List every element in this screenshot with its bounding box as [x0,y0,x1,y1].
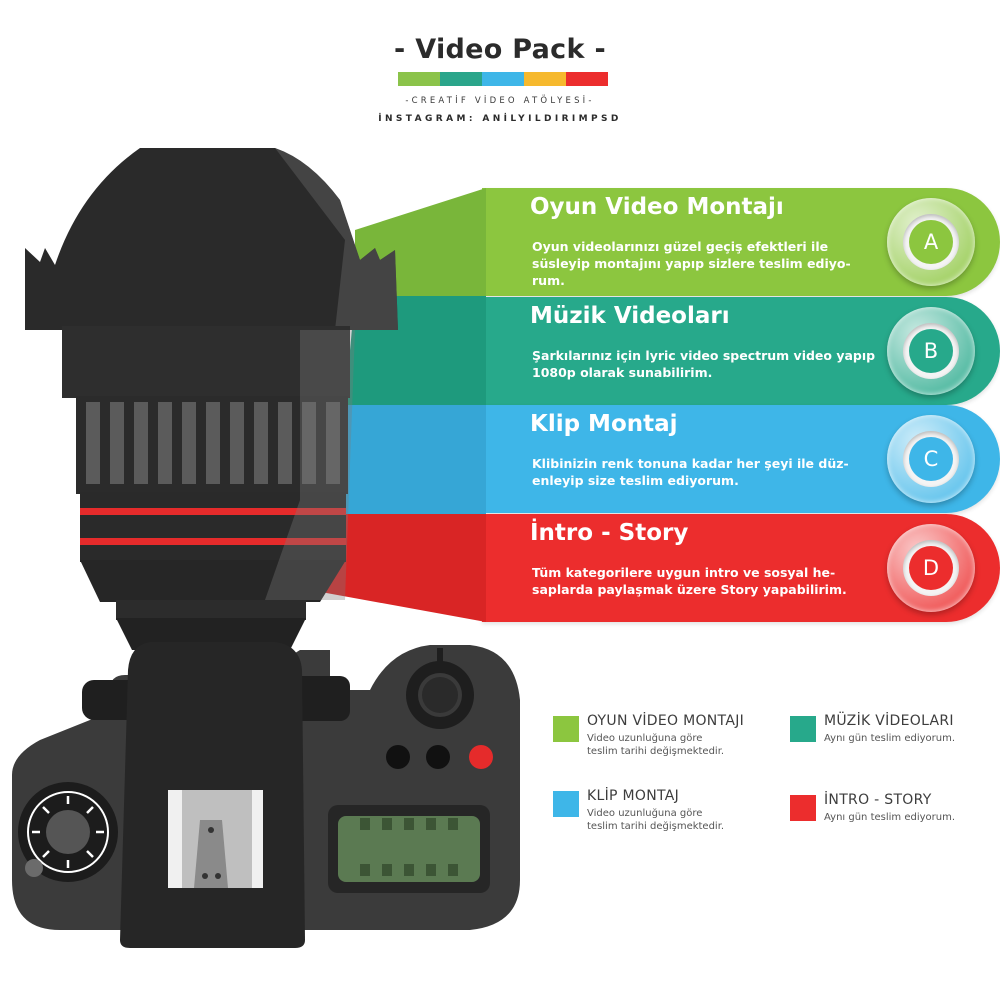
legend-desc-line: Aynı gün teslim ediyorum. [824,733,956,744]
black-button-1 [386,745,410,769]
badge-letter: D [909,546,953,590]
legend-desc-line: teslim tarihi değişmektedir. [587,746,725,757]
legend-desc-line: Aynı gün teslim ediyorum. [824,812,956,823]
shutter-button-icon [406,648,474,729]
legend-swatch [553,791,579,817]
service-ribbon-d: İntro - Story Tüm kategorilere uygun int… [482,514,1000,622]
page-title: - Video Pack - [394,34,606,65]
subtitle: -CREATİF VİDEO ATÖLYESİ- [405,96,595,106]
service-ribbon-c: Klip Montaj Klibinizin renk tonuna kadar… [482,405,1000,513]
legend-title: İNTRO - STORY [824,792,932,808]
service-title: Klip Montaj [530,411,678,437]
lens-hood-icon [25,148,398,330]
badge-circle: A [887,198,975,286]
service-title: İntro - Story [530,520,689,546]
legend-title: KLİP MONTAJ [587,788,680,804]
lens-red-band [80,508,346,515]
black-button-2 [426,745,450,769]
service-title: Oyun Video Montajı [530,194,784,220]
lcd-screen [338,816,480,882]
legend-desc: Aynı gün teslim ediyorum. [824,732,955,745]
color-bar [398,72,608,86]
legend-desc: Aynı gün teslim ediyorum. [824,811,955,824]
service-ribbon-a: Oyun Video Montajı Oyun videolarınızı gü… [482,188,1000,296]
badge-circle: C [887,415,975,503]
color-bar-segment-blue [482,72,524,86]
badge-letter: B [909,329,953,373]
service-title: Müzik Videoları [530,303,730,329]
service-ribbon-b: Müzik Videoları Şarkılarınız için lyric … [482,297,1000,405]
color-bar-segment-green [398,72,440,86]
legend-desc: Video uzunluğuna göre teslim tarihi deği… [587,732,724,758]
badge-circle: D [887,524,975,612]
connector-blue [345,405,486,514]
service-description: Klibinizin renk tonuna kadar her şeyi il… [532,456,849,488]
instagram-handle: İNSTAGRAM: ANİLYILDIRIMPSD [378,114,622,124]
dial-icon [18,782,118,882]
connector-red [310,514,486,622]
legend-desc: Video uzunluğuna göre teslim tarihi deği… [587,807,724,833]
legend-desc-line: Video uzunluğuna göre [587,733,703,744]
badge-letter: A [909,220,953,264]
lens-grip-ridges [86,402,340,484]
color-bar-segment-teal [440,72,482,86]
color-bar-segment-yellow [524,72,566,86]
lens-barrel [62,326,350,398]
legend-title: OYUN VİDEO MONTAJI [587,713,745,729]
red-button [469,745,493,769]
legend-swatch [790,716,816,742]
legend-swatch [553,716,579,742]
badge-circle: B [887,307,975,395]
service-description: Tüm kategorilere uygun intro ve sosyal h… [532,565,847,597]
color-bar-segment-red [566,72,608,86]
legend-swatch [790,795,816,821]
legend-desc-line: teslim tarihi değişmektedir. [587,821,725,832]
service-description: Şarkılarınız için lyric video spectrum v… [532,348,876,380]
legend-title: MÜZİK VİDEOLARI [824,713,954,729]
legend-desc-line: Video uzunluğuna göre [587,808,703,819]
service-description: Oyun videolarınızı güzel geçiş efektleri… [532,239,851,288]
badge-letter: C [909,437,953,481]
